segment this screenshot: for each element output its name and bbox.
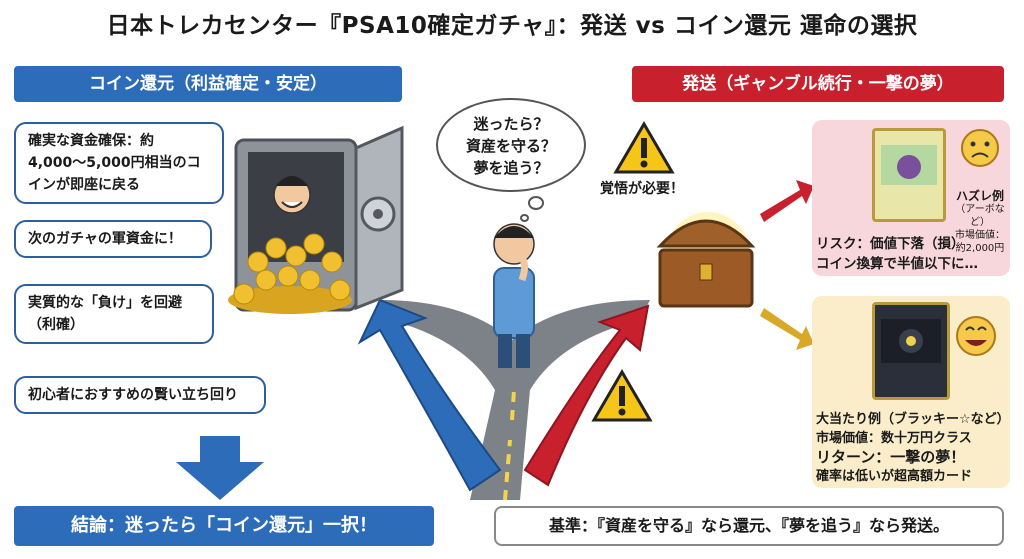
- risk-line-2: コイン換算で半値以下に…: [816, 256, 978, 272]
- risk-card-image: [872, 128, 946, 222]
- bubble-next-gacha: 次のガチャの軍資金に！: [14, 220, 212, 258]
- treasure-chest-icon: [656, 212, 756, 308]
- sad-face-icon: [961, 129, 999, 167]
- thought-dot-large: [528, 196, 544, 210]
- thought-line-1: 迷ったら？: [473, 115, 549, 133]
- criteria-box: 基準：『資産を守る』なら還元、『夢を追う』なら発送。: [494, 506, 1004, 546]
- warning-icon: [591, 121, 675, 422]
- risk-arrow-icon: [760, 180, 814, 222]
- thought-line-3: 夢を追う？: [473, 159, 549, 177]
- page-title: 日本トレカセンター『PSA10確定ガチャ』：発送 vs コイン還元 運命の選択: [106, 13, 918, 39]
- blue-curved-arrow-icon: [357, 298, 502, 492]
- risk-line-1: リスク：価値下落（損）: [816, 236, 965, 252]
- happy-face-icon: [956, 316, 996, 356]
- coins-icon: [228, 233, 352, 314]
- coin-return-banner: コイン還元（利益確定・安定）: [14, 66, 402, 102]
- ekans-card-art-icon: [881, 145, 937, 185]
- return-text: 大当たり例（ブラッキー☆など） 市場価値：数十万円クラス リターン：一撃の夢！ …: [816, 410, 1012, 486]
- down-arrow-icon: [176, 436, 264, 500]
- warning-text: 覚悟が必要！: [600, 181, 684, 197]
- thought-line-2: 資産を守る？: [465, 137, 556, 155]
- return-line-3: リターン：一撃の夢！: [816, 448, 966, 466]
- umbreon-card-art-icon: [881, 319, 941, 363]
- shipping-banner: 発送（ギャンブル続行・一撃の夢）: [632, 66, 1004, 102]
- return-arrow-icon: [760, 308, 814, 350]
- risk-price: 約2,000円: [955, 243, 1005, 254]
- return-line-4: 確率は低いが超高額カード: [816, 469, 973, 484]
- bubble-funds: 確実な資金確保：約4,000〜5,000円相当のコインが即座に戻る: [14, 122, 224, 204]
- risk-text: リスク：価値下落（損） コイン換算で半値以下に…: [816, 234, 1010, 274]
- road-fork: [380, 300, 650, 501]
- bubble-beginner-tip: 初心者におすすめの賢い立ち回り: [14, 376, 266, 414]
- thought-dot-small: [520, 214, 529, 222]
- conclusion-banner: 結論：迷ったら「コイン還元」一択！: [14, 506, 434, 546]
- return-line-2: 市場価値：数十万円クラス: [816, 431, 972, 446]
- bubble-avoid-loss: 実質的な「負け」を回避（利確）: [14, 284, 214, 344]
- risk-card-name: ハズレ例: [955, 189, 1004, 203]
- thought-bubble: 迷ったら？ 資産を守る？ 夢を追う？: [436, 98, 586, 192]
- red-curved-arrow-icon: [523, 304, 650, 487]
- person-thinking-icon: [493, 223, 535, 368]
- risk-price-label: 市場価値：: [955, 230, 1005, 241]
- return-card-image: [872, 302, 950, 400]
- return-line-1: 大当たり例（ブラッキー☆など）: [816, 412, 1010, 427]
- risk-card-note: （アーボなど）: [955, 204, 1005, 228]
- risk-card-label: ハズレ例 （アーボなど） 市場価値： 約2,000円: [950, 129, 1010, 255]
